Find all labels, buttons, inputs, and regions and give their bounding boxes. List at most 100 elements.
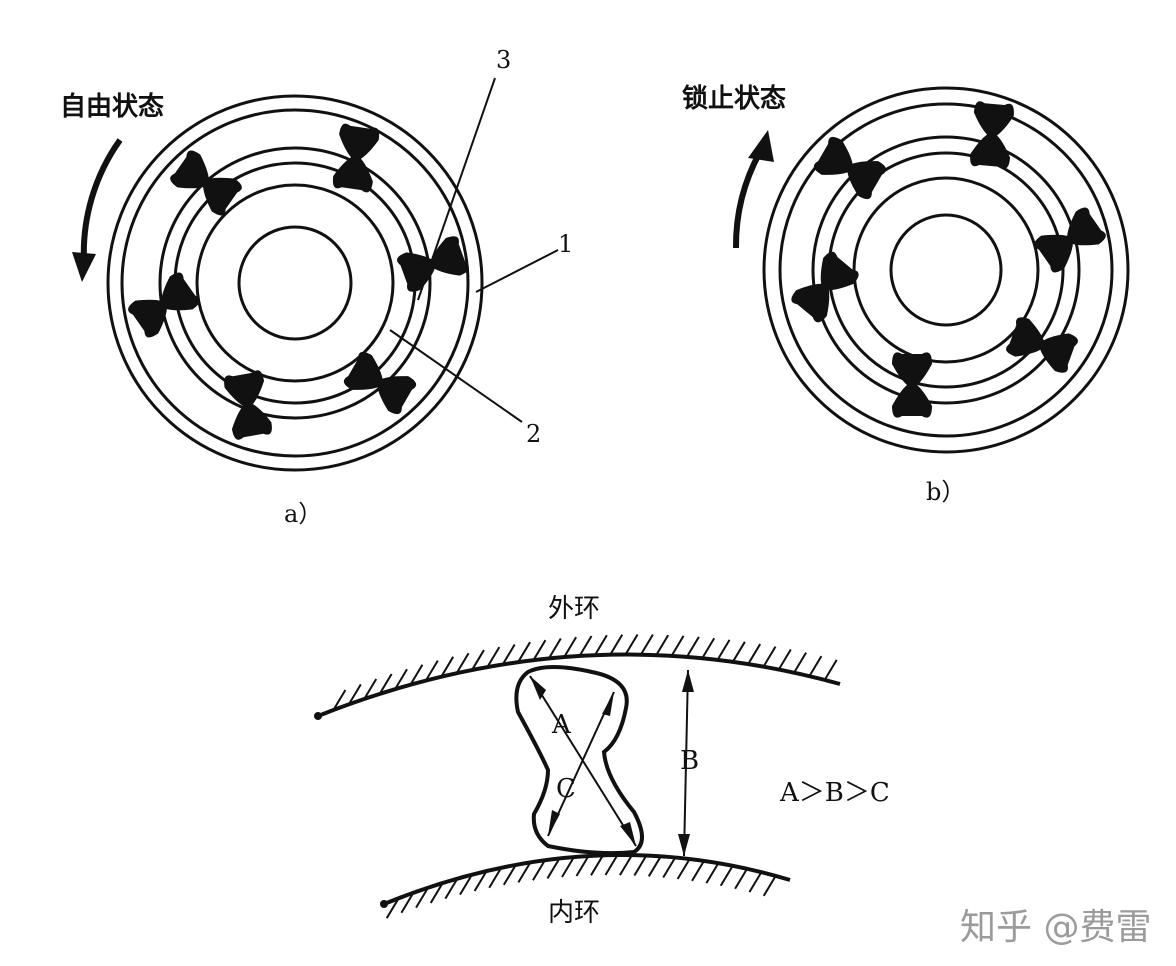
hatch-mark: [455, 652, 470, 674]
hatch-mark: [793, 652, 807, 674]
outer-ring-label: 外环: [548, 594, 601, 624]
hatch-mark: [633, 854, 648, 877]
hatch-mark: [575, 855, 590, 877]
figure-b-clutch: [762, 86, 1130, 454]
hatch-mark: [748, 871, 763, 893]
caption-a: a）: [284, 500, 323, 528]
sprag-5: [224, 370, 272, 440]
hatch-mark: [444, 878, 459, 900]
hatch-mark: [440, 656, 455, 678]
hatch-mark: [532, 859, 546, 881]
rotation-arrow-free: [72, 138, 123, 282]
dimension-a-label: A: [552, 710, 571, 740]
hatch-mark: [347, 683, 362, 705]
hatch-mark: [400, 892, 415, 914]
leader-line-3: [417, 77, 496, 301]
hatch-mark: [640, 634, 654, 656]
hatch-mark: [670, 635, 685, 657]
shaft-bore-b: [889, 213, 1003, 327]
hatch-mark: [378, 673, 393, 695]
hatch-mark: [590, 854, 604, 876]
hatch-mark: [517, 641, 531, 663]
part-label-2: 2: [526, 420, 542, 448]
hatch-mark: [488, 867, 503, 889]
leader-line-2: [389, 329, 523, 423]
hatch-mark: [459, 874, 473, 896]
hatch-mark: [363, 678, 378, 700]
hatch-mark: [655, 634, 670, 656]
hatch-mark: [578, 635, 593, 657]
inner-ring-hatching: [385, 854, 777, 919]
hatch-mark: [777, 648, 792, 671]
hatch-mark: [561, 856, 575, 878]
hatch-mark: [429, 882, 444, 904]
hatch-mark: [394, 668, 408, 690]
free-state-label: 自由状态: [60, 92, 165, 122]
caption-b: b）: [926, 478, 966, 506]
hatch-mark: [609, 634, 624, 656]
outer-ring-inner-edge-b: [778, 102, 1114, 438]
hatch-mark: [415, 887, 429, 909]
sprag-7: [813, 136, 887, 200]
hatch-mark: [547, 637, 562, 660]
dimension-b-line: [683, 669, 689, 857]
outer-ring-hatching: [332, 634, 838, 711]
hatch-mark: [647, 855, 662, 877]
sprag-8: [970, 101, 1014, 169]
hatch-mark: [719, 865, 734, 887]
hatch-mark: [808, 655, 823, 677]
outer-ring-outer-edge-b: [762, 86, 1130, 454]
watermark: 知乎 @费雷: [960, 907, 1152, 948]
hatch-mark: [624, 634, 639, 656]
dimension-b-label: B: [680, 746, 700, 776]
hatch-mark: [734, 868, 748, 890]
inner-ring-outer-b: [852, 176, 1040, 364]
inner-ring-label: 内环: [548, 898, 601, 928]
dimension-c-label: C: [556, 774, 576, 804]
sprag-outline: [514, 665, 644, 856]
sprag-6: [343, 351, 417, 415]
hatch-mark: [501, 643, 516, 666]
hatch-mark: [701, 637, 716, 659]
hatch-mark: [762, 875, 777, 897]
hatch-mark: [619, 854, 633, 876]
hatch-mark: [332, 689, 347, 711]
inner-ring-outer: [195, 183, 395, 383]
dimension-c-line: [547, 691, 615, 837]
hatch-mark: [731, 641, 746, 663]
hatch-mark: [686, 636, 700, 658]
hatch-mark: [546, 857, 561, 879]
hatch-mark: [424, 660, 439, 682]
sprag-11: [892, 352, 932, 418]
hatch-mark: [662, 856, 677, 878]
cage-ring-outer-b: [811, 135, 1081, 405]
hatch-mark: [705, 862, 720, 884]
rotation-arrow-locked: [732, 130, 774, 249]
hatch-mark: [747, 643, 762, 665]
hatch-mark: [604, 854, 619, 876]
inner-ring-arc: [383, 853, 791, 906]
figure-c-detail: [314, 634, 841, 919]
sprag-12: [1006, 317, 1078, 373]
leader-lines: [389, 77, 559, 423]
sprag-4: [128, 272, 200, 338]
hatch-mark: [563, 636, 578, 658]
leader-line-1: [475, 249, 559, 293]
hatch-mark: [502, 864, 517, 886]
hatch-mark: [517, 861, 532, 883]
outer-ring-outer-edge: [106, 94, 484, 472]
outer-ring-inner-edge: [120, 108, 470, 458]
figure-b-sprags: [791, 101, 1106, 418]
hatch-mark: [471, 649, 485, 671]
sprag-3: [397, 236, 469, 292]
locked-state-label: 锁止状态: [682, 84, 787, 114]
hatch-mark: [676, 858, 691, 880]
sprag-9: [1034, 207, 1106, 273]
hatch-mark: [593, 634, 608, 656]
dimension-relation: A＞B＞C: [780, 778, 890, 808]
hatch-mark: [486, 646, 501, 668]
hatch-mark: [473, 870, 488, 892]
hatch-mark: [532, 639, 547, 661]
sprag-1: [170, 150, 242, 216]
hatch-mark: [762, 646, 777, 668]
